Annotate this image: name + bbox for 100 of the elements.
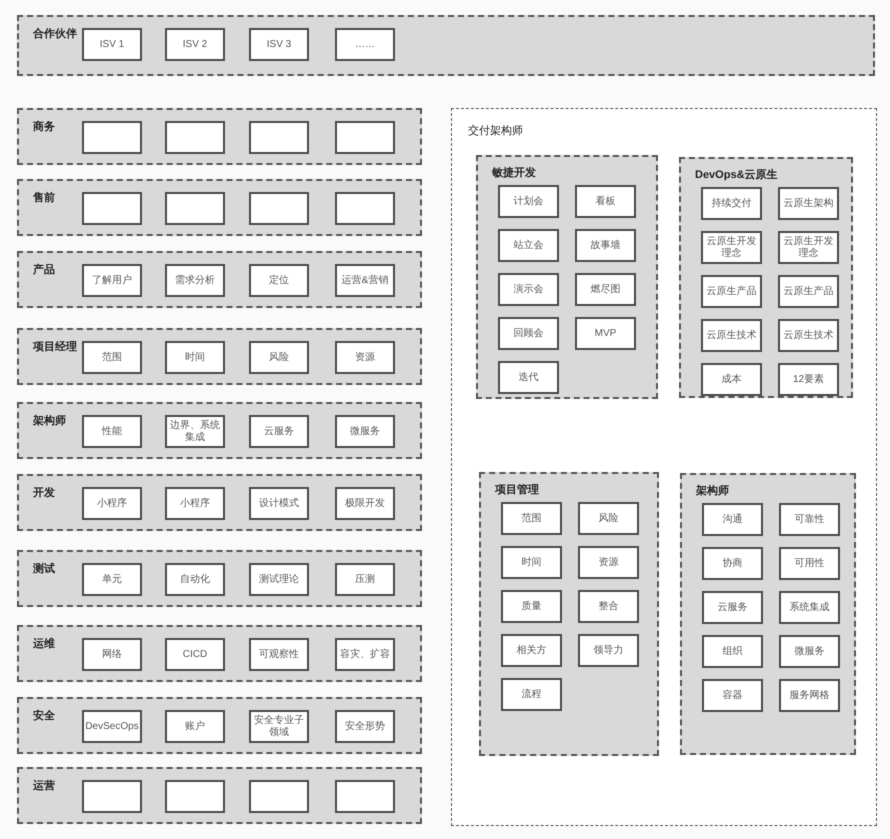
item-box: ……: [335, 28, 395, 61]
empty-box: [335, 121, 395, 154]
item-box: 微服务: [779, 635, 840, 668]
item-box: 相关方: [501, 634, 562, 667]
item-box: 流程: [501, 678, 562, 711]
item-box: 服务网格: [779, 679, 840, 712]
category-panel: [680, 473, 856, 755]
item-box: 云原生架构: [778, 187, 839, 220]
item-box: 迭代: [498, 361, 559, 394]
item-box: 微服务: [335, 415, 395, 448]
empty-box: [82, 780, 142, 813]
group-heading: 运维: [33, 636, 55, 652]
item-box: ISV 2: [165, 28, 225, 61]
group-heading: 架构师: [696, 484, 729, 499]
item-box: 可用性: [779, 547, 840, 580]
empty-box: [165, 780, 225, 813]
item-box: 运营&营销: [335, 264, 395, 297]
group-heading: 合作伙伴: [33, 26, 77, 42]
item-box: 沟通: [702, 503, 763, 536]
group-heading: 开发: [33, 486, 55, 501]
category-band: [17, 402, 422, 459]
category-band: [17, 15, 875, 76]
group-heading: 项目经理: [33, 340, 77, 355]
item-box: 协商: [702, 547, 763, 580]
item-box: 燃尽图: [575, 273, 636, 306]
item-box: 云原生产品: [701, 275, 762, 308]
item-box: 云原生产品: [778, 275, 839, 308]
group-heading: 交付架构师: [468, 124, 523, 139]
item-box: 计划会: [498, 185, 559, 218]
item-box: 云原生开发理念: [778, 231, 839, 264]
item-box: 演示会: [498, 273, 559, 306]
item-box: 资源: [335, 341, 395, 374]
item-box: 组织: [702, 635, 763, 668]
group-heading: 敏捷开发: [492, 166, 536, 181]
item-box: DevSecOps: [82, 710, 142, 743]
item-box: ISV 1: [82, 28, 142, 61]
item-box: ISV 3: [249, 28, 309, 61]
item-box: 测试理论: [249, 563, 309, 596]
empty-box: [82, 121, 142, 154]
item-box: 资源: [578, 546, 639, 579]
category-panel: [679, 157, 853, 398]
item-box: 定位: [249, 264, 309, 297]
item-box: 领导力: [578, 634, 639, 667]
item-box: 容器: [702, 679, 763, 712]
item-box: 时间: [165, 341, 225, 374]
item-box: 边界、系统集成: [165, 415, 225, 448]
empty-box: [249, 780, 309, 813]
item-box: 小程序: [165, 487, 225, 520]
category-band: [17, 625, 422, 682]
item-box: 风险: [578, 502, 639, 535]
item-box: 安全形势: [335, 710, 395, 743]
item-box: MVP: [575, 317, 636, 350]
group-heading: 项目管理: [495, 483, 539, 498]
item-box: 12要素: [778, 363, 839, 396]
item-box: 性能: [82, 415, 142, 448]
category-band: [17, 328, 422, 385]
item-box: 云服务: [249, 415, 309, 448]
item-box: 极限开发: [335, 487, 395, 520]
item-box: 风险: [249, 341, 309, 374]
item-box: 云原生开发理念: [701, 231, 762, 264]
category-band: [17, 251, 422, 308]
group-heading: 架构师: [33, 414, 66, 429]
item-box: 云原生技术: [778, 319, 839, 352]
item-box: 账户: [165, 710, 225, 743]
empty-box: [249, 192, 309, 225]
item-box: 可靠性: [779, 503, 840, 536]
category-band: [17, 550, 422, 607]
item-box: 容灾、扩容: [335, 638, 395, 671]
item-box: 小程序: [82, 487, 142, 520]
group-heading: 售前: [33, 190, 55, 206]
category-band: [17, 697, 422, 754]
item-box: 压测: [335, 563, 395, 596]
empty-box: [165, 121, 225, 154]
item-box: 看板: [575, 185, 636, 218]
item-box: 质量: [501, 590, 562, 623]
item-box: 回顾会: [498, 317, 559, 350]
item-box: 时间: [501, 546, 562, 579]
category-panel: [476, 155, 658, 399]
item-box: 持续交付: [701, 187, 762, 220]
empty-box: [82, 192, 142, 225]
item-box: 可观察性: [249, 638, 309, 671]
item-box: 整合: [578, 590, 639, 623]
item-box: 云原生技术: [701, 319, 762, 352]
group-heading: 安全: [33, 708, 55, 724]
item-box: 需求分析: [165, 264, 225, 297]
group-heading: DevOps&云原生: [695, 168, 778, 183]
item-box: 范围: [82, 341, 142, 374]
empty-box: [249, 121, 309, 154]
empty-box: [335, 780, 395, 813]
category-band: [17, 474, 422, 531]
category-panel: [479, 472, 659, 756]
item-box: 范围: [501, 502, 562, 535]
group-panel: [451, 108, 877, 826]
item-box: 安全专业子领域: [249, 710, 309, 743]
item-box: 了解用户: [82, 264, 142, 297]
item-box: 云服务: [702, 591, 763, 624]
empty-box: [335, 192, 395, 225]
group-heading: 商务: [33, 120, 55, 135]
item-box: 站立会: [498, 229, 559, 262]
empty-box: [165, 192, 225, 225]
